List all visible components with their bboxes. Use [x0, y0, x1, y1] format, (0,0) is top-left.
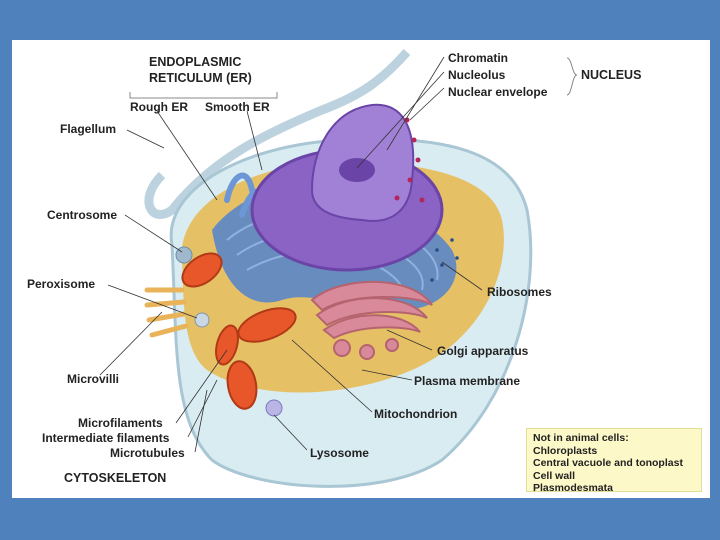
note-item: Central vacuole and tonoplast — [533, 457, 701, 470]
er-title-line-1: ENDOPLASMIC — [149, 55, 241, 69]
microvilli-label: Microvilli — [67, 372, 119, 386]
nucleolus-shape — [339, 158, 375, 182]
centrosome-label: Centrosome — [47, 208, 117, 222]
er-title-line-2: RETICULUM (ER) — [149, 71, 252, 85]
microfilaments-label: Microfilaments — [78, 416, 163, 430]
lysosome-label: Lysosome — [310, 446, 369, 460]
nucleus-brace — [567, 58, 577, 95]
chromatin-label: Chromatin — [448, 51, 508, 65]
not-in-animal-cells-note: Not in animal cells: Chloroplasts Centra… — [526, 428, 702, 492]
peroxisome-shape — [195, 313, 209, 327]
flagellum-label: Flagellum — [60, 122, 116, 136]
cytoskeleton-label: CYTOSKELETON — [64, 471, 166, 485]
nucleus-label: NUCLEUS — [581, 68, 641, 82]
peroxisome-label: Peroxisome — [27, 277, 95, 291]
er-bracket — [130, 92, 277, 98]
note-item: Cell wall — [533, 470, 701, 483]
diagram-panel: ENDOPLASMIC RETICULUM (ER) Rough ER Smoo… — [12, 40, 710, 498]
ribosomes-label: Ribosomes — [487, 285, 552, 299]
note-item: Plasmodesmata — [533, 482, 701, 495]
rough-er-label: Rough ER — [130, 100, 188, 114]
note-item: Chloroplasts — [533, 445, 701, 458]
golgi-label: Golgi apparatus — [437, 344, 528, 358]
smooth-er-label: Smooth ER — [205, 100, 270, 114]
microtubules-label: Microtubules — [110, 446, 185, 460]
lysosome-shape — [266, 400, 282, 416]
intermediate-filaments-label: Intermediate filaments — [42, 431, 169, 445]
mitochondrion-label: Mitochondrion — [374, 407, 457, 421]
nuclear-envelope-label: Nuclear envelope — [448, 85, 547, 99]
nucleolus-label: Nucleolus — [448, 68, 505, 82]
plasma-membrane-label: Plasma membrane — [414, 374, 520, 388]
note-title: Not in animal cells: — [533, 432, 701, 445]
